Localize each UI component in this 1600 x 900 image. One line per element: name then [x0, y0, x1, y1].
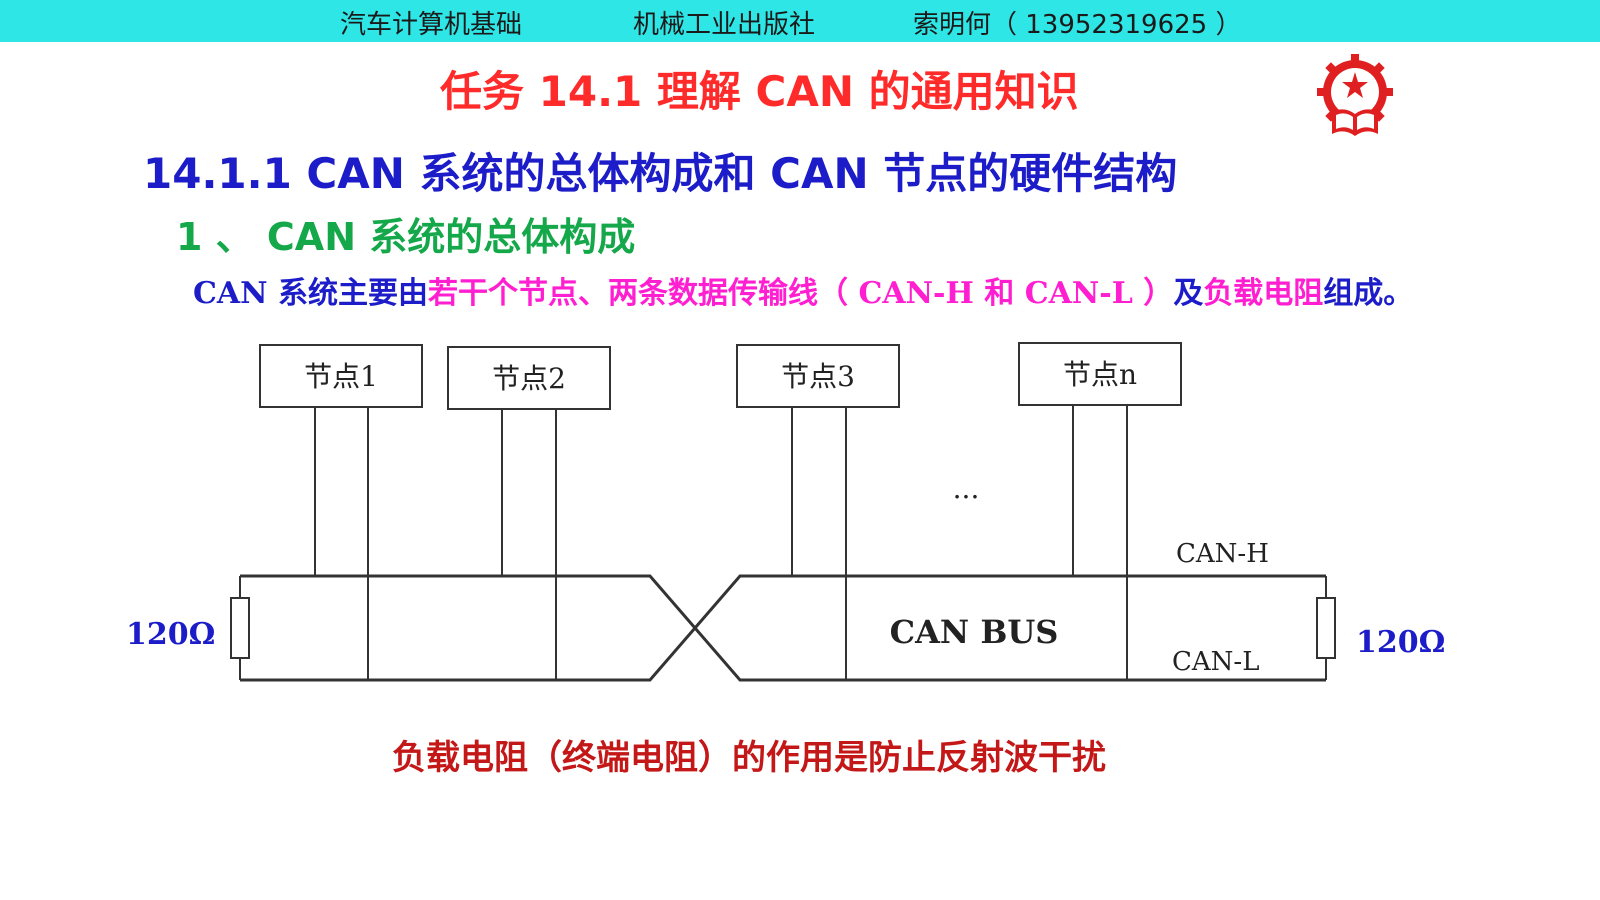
description-part1: CAN 系统主要由 — [193, 276, 429, 311]
publisher-logo-icon — [1317, 54, 1393, 136]
header-course: 汽车计算机基础 — [340, 10, 523, 40]
node-box-n — [1018, 342, 1182, 406]
description-part5: 组成。 — [1323, 276, 1414, 311]
node-box-1 — [259, 344, 423, 408]
resistor-right-label: 120Ω — [1356, 625, 1445, 660]
node-label-3: 节点3 — [781, 360, 855, 393]
node-box-2 — [447, 346, 611, 410]
description-part2: 若干个节点、两条数据传输线（ CAN-H 和 CAN-L ） — [428, 276, 1174, 311]
header-bar: 汽车计算机基础 机械工业出版社 索明何（ 13952319625 ） — [0, 0, 1600, 42]
can-h-label: CAN-H — [1176, 539, 1269, 569]
node-label-1: 节点1 — [304, 360, 378, 393]
node-ellipsis: ... — [953, 472, 980, 505]
resistor-right — [1316, 597, 1336, 659]
header-publisher: 机械工业出版社 — [633, 10, 816, 40]
node-label-2: 节点2 — [492, 362, 566, 395]
can-bus-diagram: 节点1 节点2 节点3 节点n ... CAN-H CAN-L CAN BUS … — [126, 342, 1445, 682]
can-bus-label: CAN BUS — [890, 613, 1059, 651]
task-title: 任务 14.1 理解 CAN 的通用知识 — [440, 67, 1079, 116]
header-author: 索明何（ 13952319625 ） — [913, 10, 1242, 40]
description-part3: 及 — [1173, 276, 1204, 311]
can-l-label: CAN-L — [1172, 647, 1259, 677]
description: CAN 系统主要由若干个节点、两条数据传输线（ CAN-H 和 CAN-L ）及… — [193, 268, 1413, 312]
resistor-left — [230, 597, 250, 659]
caption: 负载电阻（终端电阻）的作用是防止反射波干扰 — [392, 738, 1106, 778]
section-title: 14.1.1 CAN 系统的总体构成和 CAN 节点的硬件结构 — [143, 149, 1178, 198]
description-part4: 负载电阻 — [1203, 276, 1324, 311]
node-box-3 — [736, 344, 900, 408]
sub-title: 1 、 CAN 系统的总体构成 — [176, 215, 636, 259]
resistor-left-label: 120Ω — [126, 617, 215, 652]
node-label-n: 节点n — [1063, 358, 1137, 391]
